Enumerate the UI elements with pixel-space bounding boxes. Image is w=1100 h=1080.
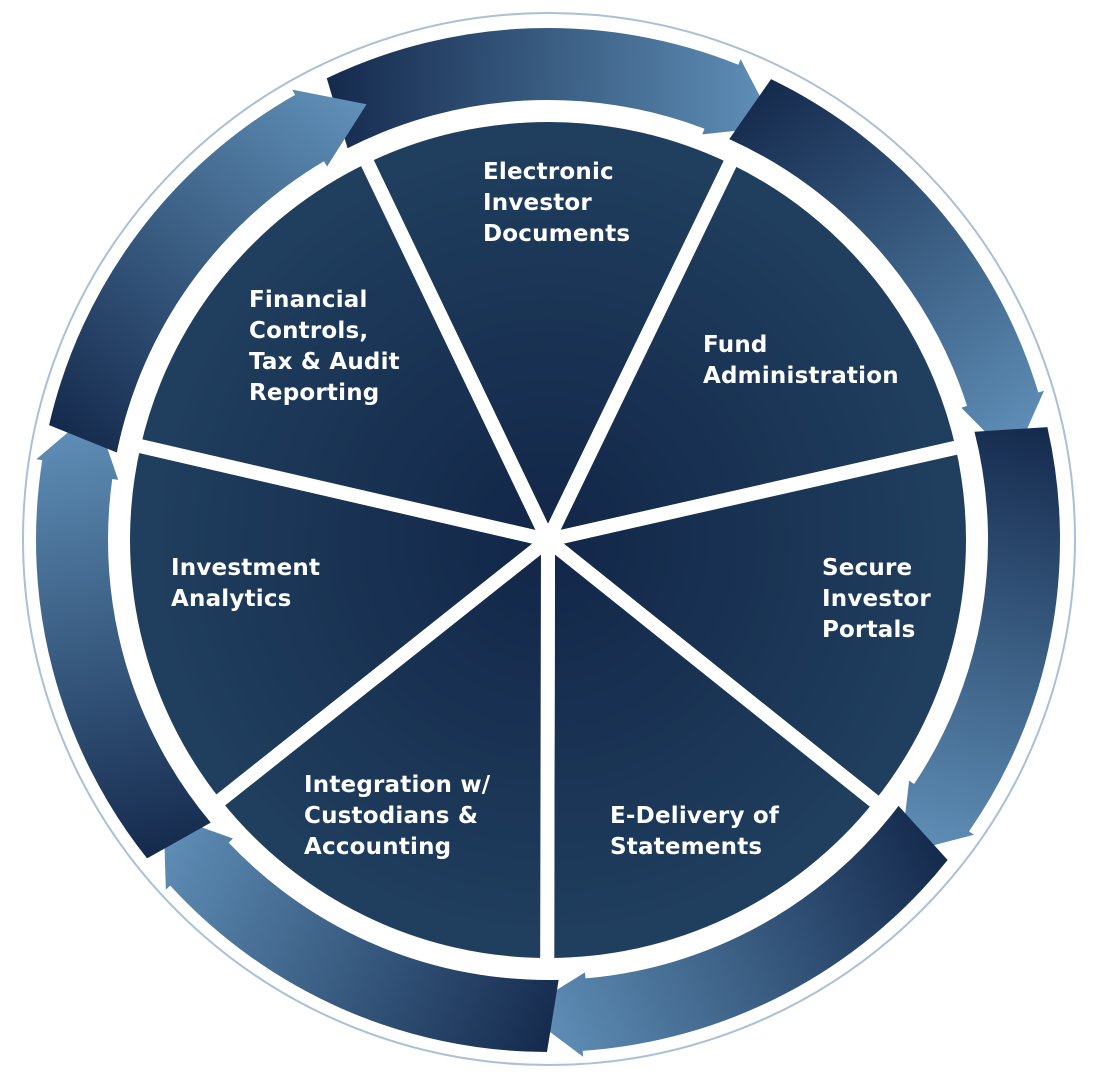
label-line: Investment xyxy=(171,555,321,581)
segment-financial-controls-tax-audit xyxy=(126,149,555,547)
segment-label-electronic-investor-documents: Electronic Investor Documents xyxy=(483,157,630,250)
label-line: Accounting xyxy=(304,834,452,860)
label-line: Statements xyxy=(610,834,763,860)
label-line: Electronic xyxy=(483,159,614,185)
label-line: Controls, xyxy=(249,318,369,344)
cycle-arrow-icon xyxy=(49,89,367,453)
cycle-arrow-icon xyxy=(522,805,948,1057)
segment-label-investment-analytics: Investment Analytics xyxy=(171,553,320,615)
segment-fund-administration xyxy=(541,150,970,547)
label-line: Investor xyxy=(822,586,931,612)
segment-e-delivery-of-statements xyxy=(540,533,887,972)
segment-label-secure-investor-portals: Secure Investor Portals xyxy=(822,553,931,646)
label-line: Administration xyxy=(703,363,899,389)
label-line: Analytics xyxy=(171,586,292,612)
cycle-arrow-icon xyxy=(326,28,776,149)
segment-secure-investor-portals xyxy=(541,439,980,813)
label-line: Reporting xyxy=(249,380,380,406)
label-line: Fund xyxy=(703,332,768,358)
label-line: Documents xyxy=(483,221,631,247)
cycle-arrow-icon xyxy=(900,427,1061,854)
segment-integration-custodians-accounting xyxy=(208,533,555,972)
segment-electronic-investor-documents xyxy=(357,108,741,547)
segment-label-financial-controls-tax-audit: Financial Controls, Tax & Audit Reportin… xyxy=(249,285,400,409)
label-line: E-Delivery of xyxy=(610,803,780,829)
cycle-arrow-icon xyxy=(163,813,559,1052)
cycle-arrow-icon xyxy=(729,79,1045,461)
cycle-arrow-icon xyxy=(35,410,211,859)
outer-ring xyxy=(22,12,1076,1066)
label-line: Tax & Audit xyxy=(249,349,400,375)
label-line: Portals xyxy=(822,617,916,643)
label-line: Custodians & xyxy=(304,803,479,829)
segment-label-fund-administration: Fund Administration xyxy=(703,330,899,392)
label-line: Financial xyxy=(249,287,368,313)
label-line: Integration w/ xyxy=(304,772,491,798)
label-line: Secure xyxy=(822,555,913,581)
label-line: Investor xyxy=(483,190,592,216)
segment-investment-analytics xyxy=(116,437,555,812)
segment-label-integration-custodians-accounting: Integration w/ Custodians & Accounting xyxy=(304,770,490,863)
segment-label-e-delivery-of-statements: E-Delivery of Statements xyxy=(610,801,779,863)
